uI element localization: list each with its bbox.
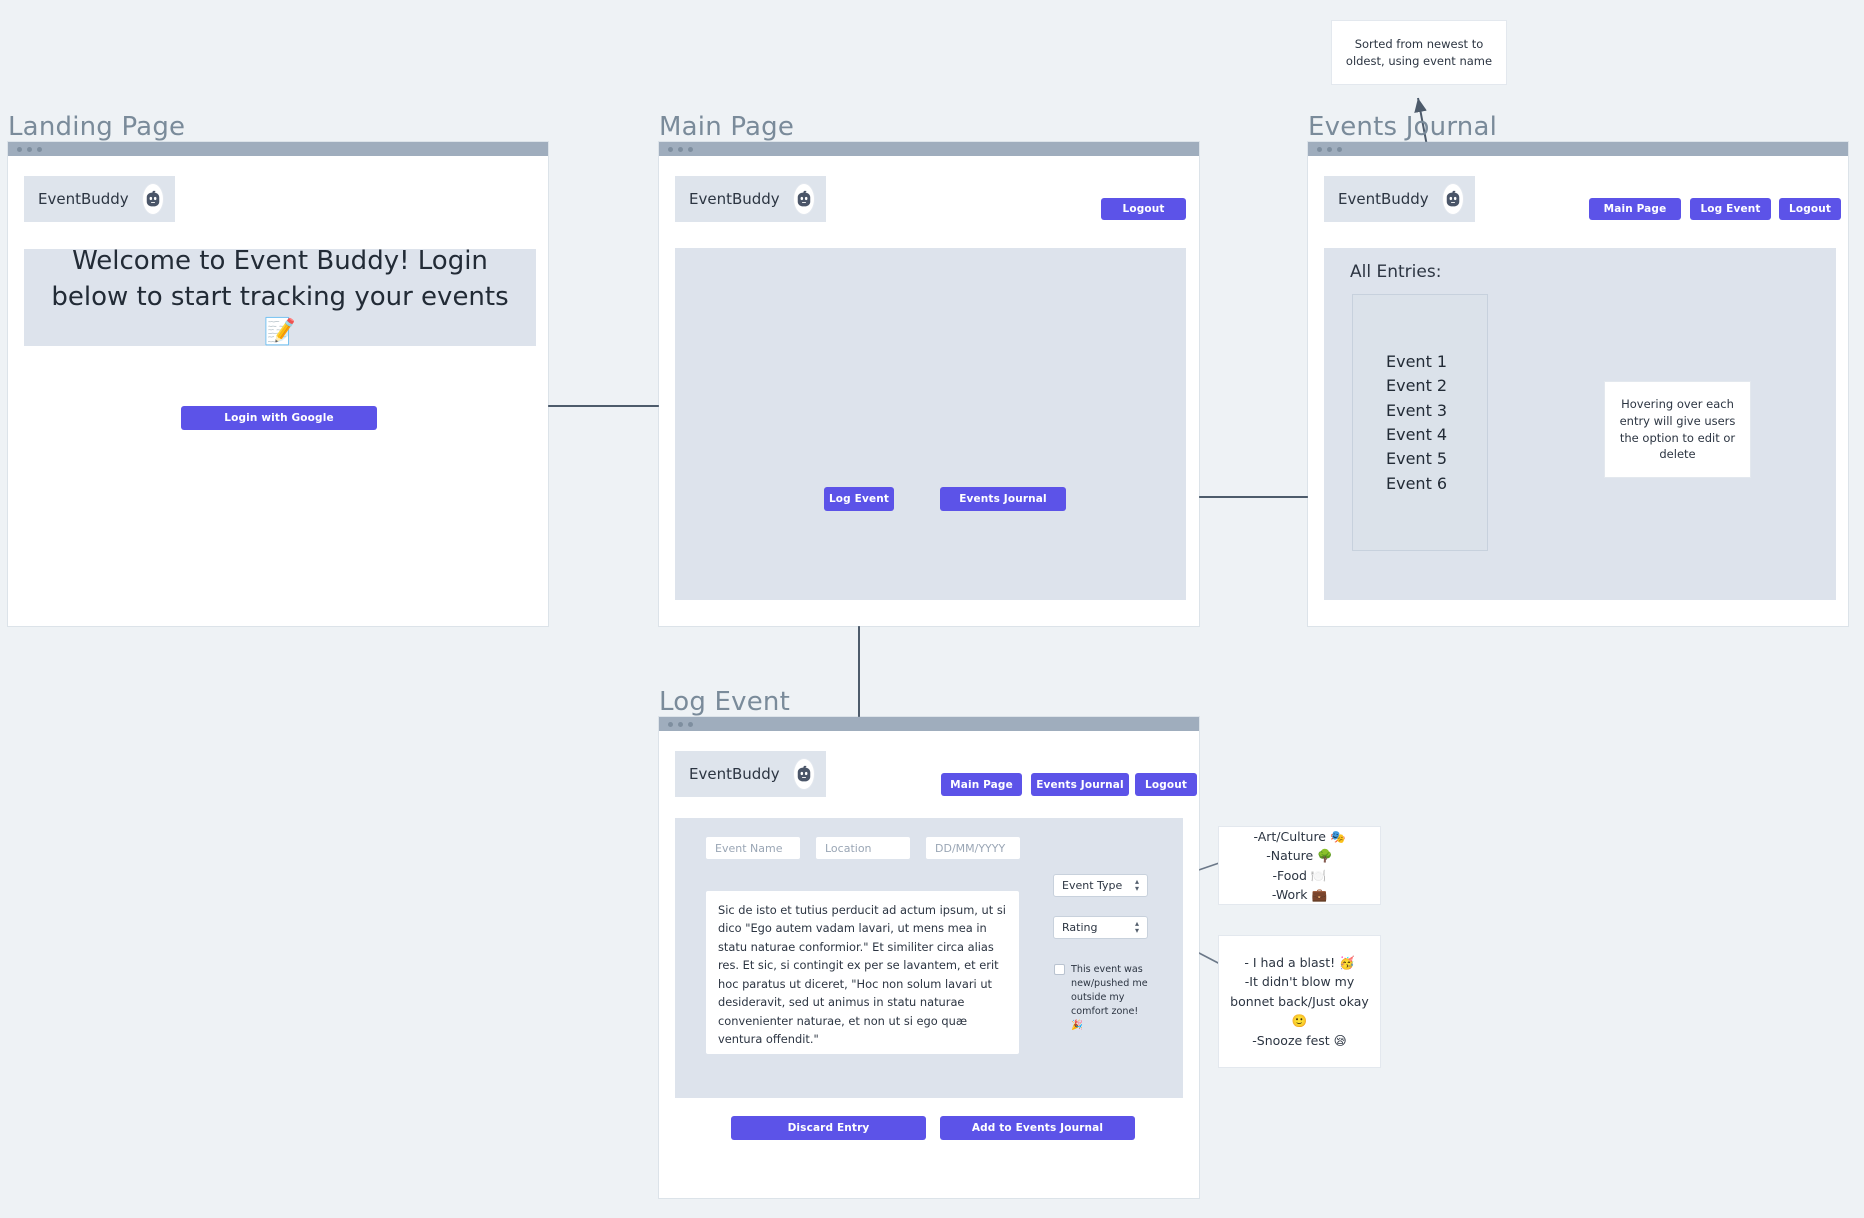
section-title-log: Log Event bbox=[659, 687, 790, 717]
rating-select[interactable]: Rating ▴▾ bbox=[1053, 916, 1148, 939]
journal-brand[interactable]: EventBuddy bbox=[1324, 176, 1475, 222]
log-nav-logout-button[interactable]: Logout bbox=[1135, 773, 1197, 796]
list-item[interactable]: Event 4 bbox=[1386, 424, 1448, 444]
main-content-panel bbox=[675, 248, 1186, 600]
main-titlebar bbox=[659, 142, 1199, 156]
window-dot-maximize bbox=[37, 146, 42, 152]
robot-icon bbox=[793, 759, 814, 789]
hero-text: Welcome to Event Buddy! Login below to s… bbox=[51, 246, 509, 348]
window-dot-maximize bbox=[688, 146, 693, 152]
event-name-input[interactable]: Event Name bbox=[705, 836, 801, 860]
event-description-textarea[interactable]: Sic de isto et tutius perducit ad actum … bbox=[705, 890, 1020, 1055]
window-dot-close bbox=[668, 721, 673, 727]
window-dot-minimize bbox=[27, 146, 32, 152]
event-type-options-text: -Art/Culture 🎭 -Nature 🌳 -Food 🍽️ -Work … bbox=[1253, 828, 1346, 902]
journal-nav-logout-button[interactable]: Logout bbox=[1779, 198, 1841, 220]
main-events-journal-button[interactable]: Events Journal bbox=[940, 487, 1066, 511]
landing-window bbox=[8, 142, 548, 626]
chevron-updown-icon: ▴▾ bbox=[1134, 918, 1139, 935]
window-dot-close bbox=[668, 146, 673, 152]
window-dot-minimize bbox=[1327, 146, 1332, 152]
section-title-journal: Events Journal bbox=[1308, 112, 1498, 142]
entries-list-box[interactable] bbox=[1352, 294, 1488, 551]
main-log-event-button[interactable]: Log Event bbox=[824, 487, 894, 511]
list-item[interactable]: Event 2 bbox=[1386, 376, 1448, 396]
window-dot-close bbox=[17, 146, 22, 152]
list-item[interactable]: Event 5 bbox=[1386, 449, 1448, 469]
event-type-options-callout: -Art/Culture 🎭 -Nature 🌳 -Food 🍽️ -Work … bbox=[1218, 826, 1381, 905]
journal-nav-log-event-button[interactable]: Log Event bbox=[1690, 198, 1771, 220]
main-logout-button[interactable]: Logout bbox=[1101, 198, 1186, 220]
brand-label: EventBuddy bbox=[1338, 190, 1429, 208]
list-item[interactable]: Event 6 bbox=[1386, 473, 1448, 493]
event-type-select[interactable]: Event Type ▴▾ bbox=[1053, 874, 1148, 897]
comfort-zone-checkbox-row[interactable]: This event was new/pushed me outside my … bbox=[1054, 963, 1148, 1033]
window-dot-maximize bbox=[1337, 146, 1342, 152]
brand-label: EventBuddy bbox=[38, 190, 129, 208]
date-input[interactable]: DD/MM/YYYY bbox=[925, 836, 1021, 860]
comfort-zone-checkbox-label: This event was new/pushed me outside my … bbox=[1071, 964, 1148, 1031]
rating-select-value: Rating bbox=[1062, 921, 1098, 934]
comfort-zone-checkbox[interactable] bbox=[1054, 964, 1065, 975]
brand-label: EventBuddy bbox=[689, 765, 780, 783]
brand-label: EventBuddy bbox=[689, 190, 780, 208]
section-title-landing: Landing Page bbox=[8, 112, 186, 142]
list-item[interactable]: Event 3 bbox=[1386, 400, 1448, 420]
window-dot-close bbox=[1317, 146, 1322, 152]
log-nav-events-journal-button[interactable]: Events Journal bbox=[1031, 773, 1129, 796]
add-to-events-journal-button[interactable]: Add to Events Journal bbox=[940, 1116, 1135, 1140]
landing-titlebar bbox=[8, 142, 548, 156]
window-dot-minimize bbox=[678, 721, 683, 727]
entries-list: Event 1 Event 2 Event 3 Event 4 Event 5 … bbox=[1386, 350, 1447, 496]
chevron-updown-icon: ▴▾ bbox=[1134, 876, 1139, 893]
section-title-main: Main Page bbox=[659, 112, 795, 142]
log-titlebar bbox=[659, 717, 1199, 731]
main-brand[interactable]: EventBuddy bbox=[675, 176, 826, 222]
landing-hero: Welcome to Event Buddy! Login below to s… bbox=[24, 246, 536, 347]
log-nav-main-page-button[interactable]: Main Page bbox=[941, 773, 1022, 796]
rating-options-text: - I had a blast! 🥳 -It didn't blow my bo… bbox=[1230, 955, 1369, 1048]
log-brand[interactable]: EventBuddy bbox=[675, 751, 826, 797]
journal-titlebar bbox=[1308, 142, 1848, 156]
login-with-google-button[interactable]: Login with Google bbox=[181, 406, 377, 430]
sorting-note-callout: Sorted from newest to oldest, using even… bbox=[1331, 20, 1507, 85]
window-dot-minimize bbox=[678, 146, 683, 152]
hover-note-callout: Hovering over each entry will give users… bbox=[1604, 381, 1751, 478]
window-dot-maximize bbox=[688, 721, 693, 727]
list-item[interactable]: Event 1 bbox=[1386, 352, 1448, 371]
robot-icon bbox=[142, 184, 163, 214]
all-entries-label: All Entries: bbox=[1350, 262, 1442, 282]
journal-nav-main-page-button[interactable]: Main Page bbox=[1589, 198, 1681, 220]
rating-options-callout: - I had a blast! 🥳 -It didn't blow my bo… bbox=[1218, 935, 1381, 1068]
landing-brand[interactable]: EventBuddy bbox=[24, 176, 175, 222]
event-type-select-value: Event Type bbox=[1062, 879, 1123, 892]
robot-icon bbox=[1442, 184, 1463, 214]
discard-entry-button[interactable]: Discard Entry bbox=[731, 1116, 926, 1140]
location-input[interactable]: Location bbox=[815, 836, 911, 860]
robot-icon bbox=[793, 184, 814, 214]
